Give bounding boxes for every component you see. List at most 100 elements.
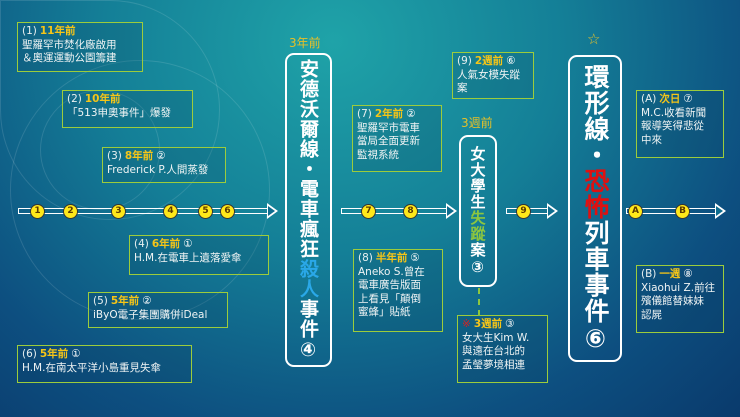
event-ref: ②: [156, 150, 166, 162]
timeline-marker[interactable]: B: [675, 204, 690, 219]
timeline-marker[interactable]: 8: [403, 204, 418, 219]
timeline-marker[interactable]: 1: [30, 204, 45, 219]
timeline-marker[interactable]: 7: [361, 204, 376, 219]
event-text: Xiaohui Z.前往 殯儀館替妹妹 認屍: [641, 281, 716, 321]
case-title: 環形線・恐怖列車事件⑥: [577, 64, 613, 354]
timeline-marker[interactable]: 2: [63, 204, 78, 219]
event-time: 5年前: [39, 348, 69, 360]
event-index: (6): [22, 348, 37, 360]
event-time: 11年前: [39, 25, 76, 37]
event-time: 3週前: [473, 318, 503, 330]
event-time: 半年前: [375, 252, 408, 264]
event-header: (2)10年前: [67, 93, 188, 107]
event-ref: ⑧: [683, 268, 693, 280]
event-time: 5年前: [110, 295, 140, 307]
case-time-label: 3週前: [461, 116, 493, 130]
timeline-marker[interactable]: 9: [516, 204, 531, 219]
case-box: 女大學生失蹤案③: [459, 135, 497, 287]
event-text: Frederick P.人間蒸發: [107, 163, 209, 176]
event-text: H.M.在南太平洋小島重見失傘: [22, 361, 161, 374]
event-time: 次日: [659, 93, 681, 105]
event-ref: ⑦: [683, 93, 693, 105]
timeline-marker[interactable]: 4: [163, 204, 178, 219]
case-title-segment: 安德沃爾線・電車瘋狂: [297, 58, 319, 259]
timeline-marker[interactable]: 6: [220, 204, 235, 219]
event-text: 聖羅罕市電車 當局全面更新 監視系統: [357, 121, 420, 161]
event-ref: ⑥: [506, 55, 516, 67]
event-time: 2年前: [374, 108, 404, 120]
case-title-segment: 女大學生: [468, 145, 487, 210]
case-title-segment: 失蹤: [468, 209, 487, 242]
arrow-head-icon: [267, 203, 278, 219]
case-title-segment: 列車事件⑥: [581, 219, 610, 354]
event-box: (1)11年前聖羅罕市焚化廠啟用 ＆奧運運動公園籌建: [17, 22, 143, 72]
timeline-marker[interactable]: 3: [111, 204, 126, 219]
event-time: 2週前: [474, 55, 504, 67]
event-time: 一週: [659, 268, 681, 280]
event-index: (5): [93, 295, 108, 307]
case-time-label: ☆: [587, 30, 601, 48]
event-text: 「513申奧事件」爆發: [67, 106, 172, 119]
event-index: (7): [357, 108, 372, 120]
event-index: ※: [462, 318, 471, 330]
case-title: 女大學生失蹤案③: [468, 146, 489, 277]
case-box: 安德沃爾線・電車瘋狂殺人事件④: [285, 53, 332, 367]
timeline-arrow: [341, 208, 447, 214]
event-index: (3): [107, 150, 122, 162]
case-box: 環形線・恐怖列車事件⑥: [568, 55, 622, 362]
decor-circle: [0, 0, 220, 220]
event-index: (9): [457, 55, 472, 67]
event-text: H.M.在電車上遺落愛傘: [134, 251, 242, 264]
event-time: 6年前: [151, 238, 181, 250]
arrow-head-icon: [446, 203, 457, 219]
case-title: 安德沃爾線・電車瘋狂殺人事件④: [295, 59, 322, 362]
arrow-head-icon: [715, 203, 726, 219]
case-title-segment: 恐怖: [581, 167, 610, 220]
event-ref: ①: [183, 238, 193, 250]
event-text: 聖羅罕市焚化廠啟用 ＆奧運運動公園籌建: [22, 38, 117, 65]
event-ref: ②: [406, 108, 416, 120]
event-text: 人氣女模失蹤案: [457, 68, 520, 95]
event-time: 10年前: [84, 93, 121, 105]
arrow-head-icon: [547, 203, 558, 219]
event-ref: ③: [505, 318, 515, 330]
event-index: (1): [22, 25, 37, 37]
event-header: (1)11年前: [22, 25, 138, 39]
event-text: Aneko S.曾在 電車廣告版面 上看見「顛倒 蜜蜂」貼紙: [358, 265, 425, 319]
event-time: 8年前: [124, 150, 154, 162]
event-index: (8): [358, 252, 373, 264]
case-title-segment: 殺人: [297, 258, 319, 299]
timeline-arrow: [626, 208, 716, 214]
event-text: 女大生Kim W. 與遠在台北的 孟瑩夢境相連: [462, 331, 530, 371]
event-text: iByO電子集團購併iDeal: [93, 308, 208, 321]
case-title-segment: 案③: [468, 241, 487, 277]
timeline-marker[interactable]: A: [628, 204, 643, 219]
timeline-arrow: [18, 208, 268, 214]
case-title-segment: 事件④: [297, 298, 319, 362]
event-index: (2): [67, 93, 82, 105]
dashed-connector: [478, 288, 480, 316]
event-index: (B): [641, 268, 657, 280]
event-ref: ②: [142, 295, 152, 307]
timeline-marker[interactable]: 5: [198, 204, 213, 219]
event-box: (2)10年前「513申奧事件」爆發: [62, 90, 193, 128]
event-index: (A): [641, 93, 657, 105]
